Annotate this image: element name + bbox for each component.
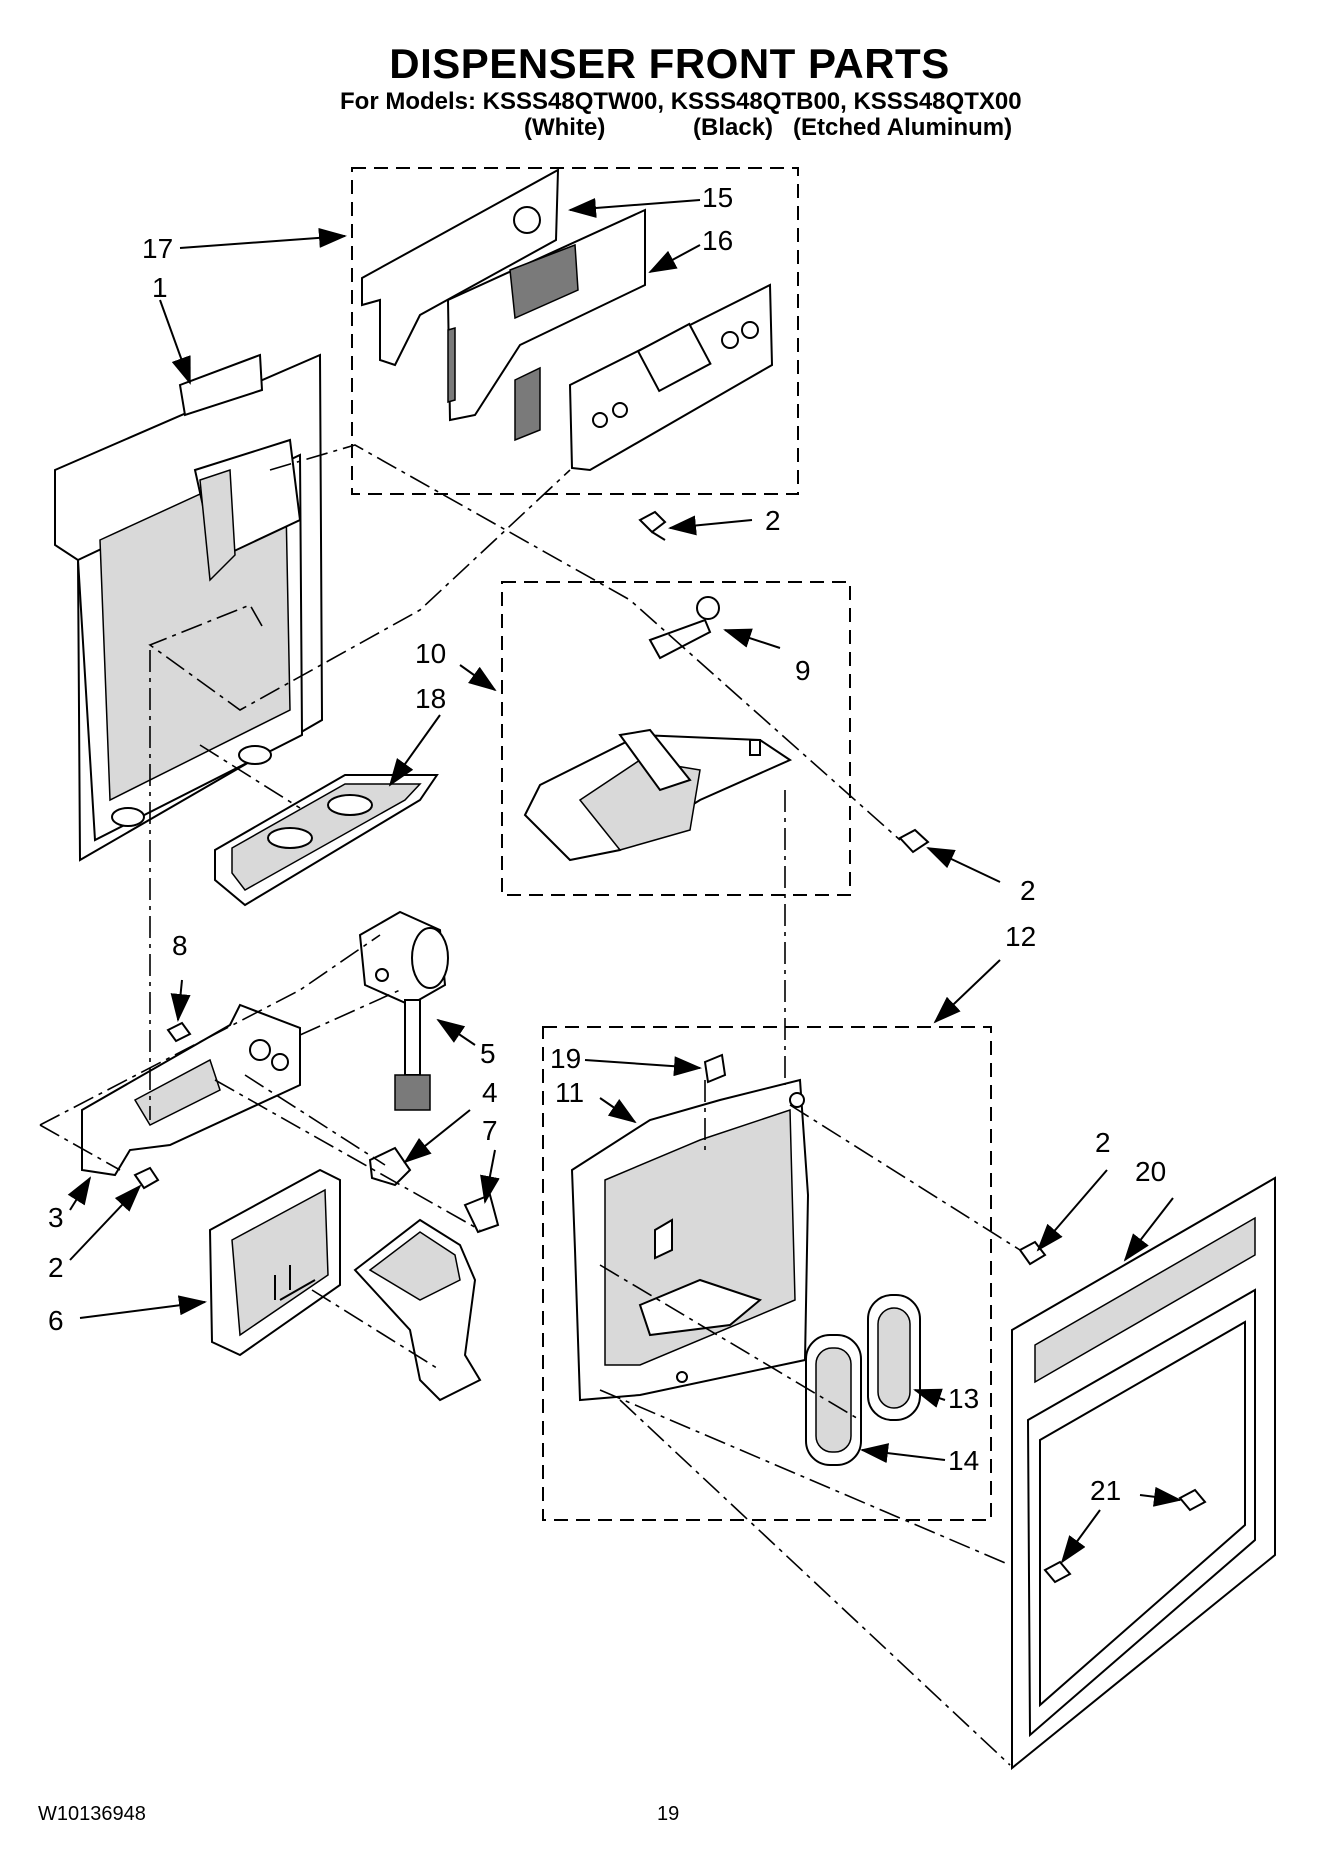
callout-2-chute: 2 [1020,875,1036,906]
callout-3: 3 [48,1202,64,1233]
callout-14: 14 [948,1445,979,1476]
callout-16: 16 [702,225,733,256]
part-15-panel [361,168,560,367]
callout-18: 18 [415,683,446,714]
part-11-housing [570,1078,810,1402]
callout-10: 10 [415,638,446,669]
bracket-assembly [81,1003,301,1177]
callout-13: 13 [948,1383,979,1414]
part-5-motor [358,910,449,1111]
part-2-screw-chute [898,828,930,854]
page-number: 19 [657,1803,680,1825]
finish-white-label: (White) [524,114,606,141]
part-16-board [446,208,646,422]
group-box-17 [351,167,799,495]
callout-20: 20 [1135,1156,1166,1187]
part-18-drip-tray [214,774,439,907]
callout-12: 12 [1005,921,1036,952]
callout-5: 5 [480,1038,496,1069]
callout-21: 21 [1090,1475,1121,1506]
part-1-housing [54,353,324,862]
models-line: For Models: KSSS48QTW00, KSSS48QTB00, KS… [340,88,1022,115]
part-6-paddle [208,1168,341,1357]
callout-6: 6 [48,1305,64,1336]
callout-15: 15 [702,182,733,213]
part-10-ice-chute [523,728,793,862]
callout-19: 19 [550,1043,581,1074]
group-box-12 [542,1026,992,1521]
part-21-screws [1043,1488,1207,1584]
callout-2-right: 2 [1095,1127,1111,1158]
callout-1: 1 [152,272,168,303]
callout-11: 11 [555,1077,584,1108]
callout-2-top: 2 [765,505,781,536]
callout-4: 4 [482,1077,498,1108]
callout-9: 9 [795,655,811,686]
callout-8: 8 [172,930,188,961]
callout-17: 17 [142,233,173,264]
control-panel-bracket [514,283,774,472]
part-14-button [805,1334,862,1466]
page-title: DISPENSER FRONT PARTS [389,40,950,87]
finish-etched-label: (Etched Aluminum) [793,114,1013,141]
part-7-actuator [353,1193,500,1402]
part-4-switch [368,1146,412,1187]
callout-2-left: 2 [48,1252,64,1283]
part-9-flapper [648,596,720,660]
document-number: W10136948 [38,1803,146,1825]
part-2-screw-left [133,1166,160,1190]
finish-black-label: (Black) [693,114,774,141]
part-19-switch [703,1053,727,1084]
callout-7: 7 [482,1115,498,1146]
part-20-front-panel [1011,1176,1276,1771]
part-2-screw-top [638,510,667,541]
part-13-button [867,1294,921,1421]
part-8-screw [166,1021,192,1043]
